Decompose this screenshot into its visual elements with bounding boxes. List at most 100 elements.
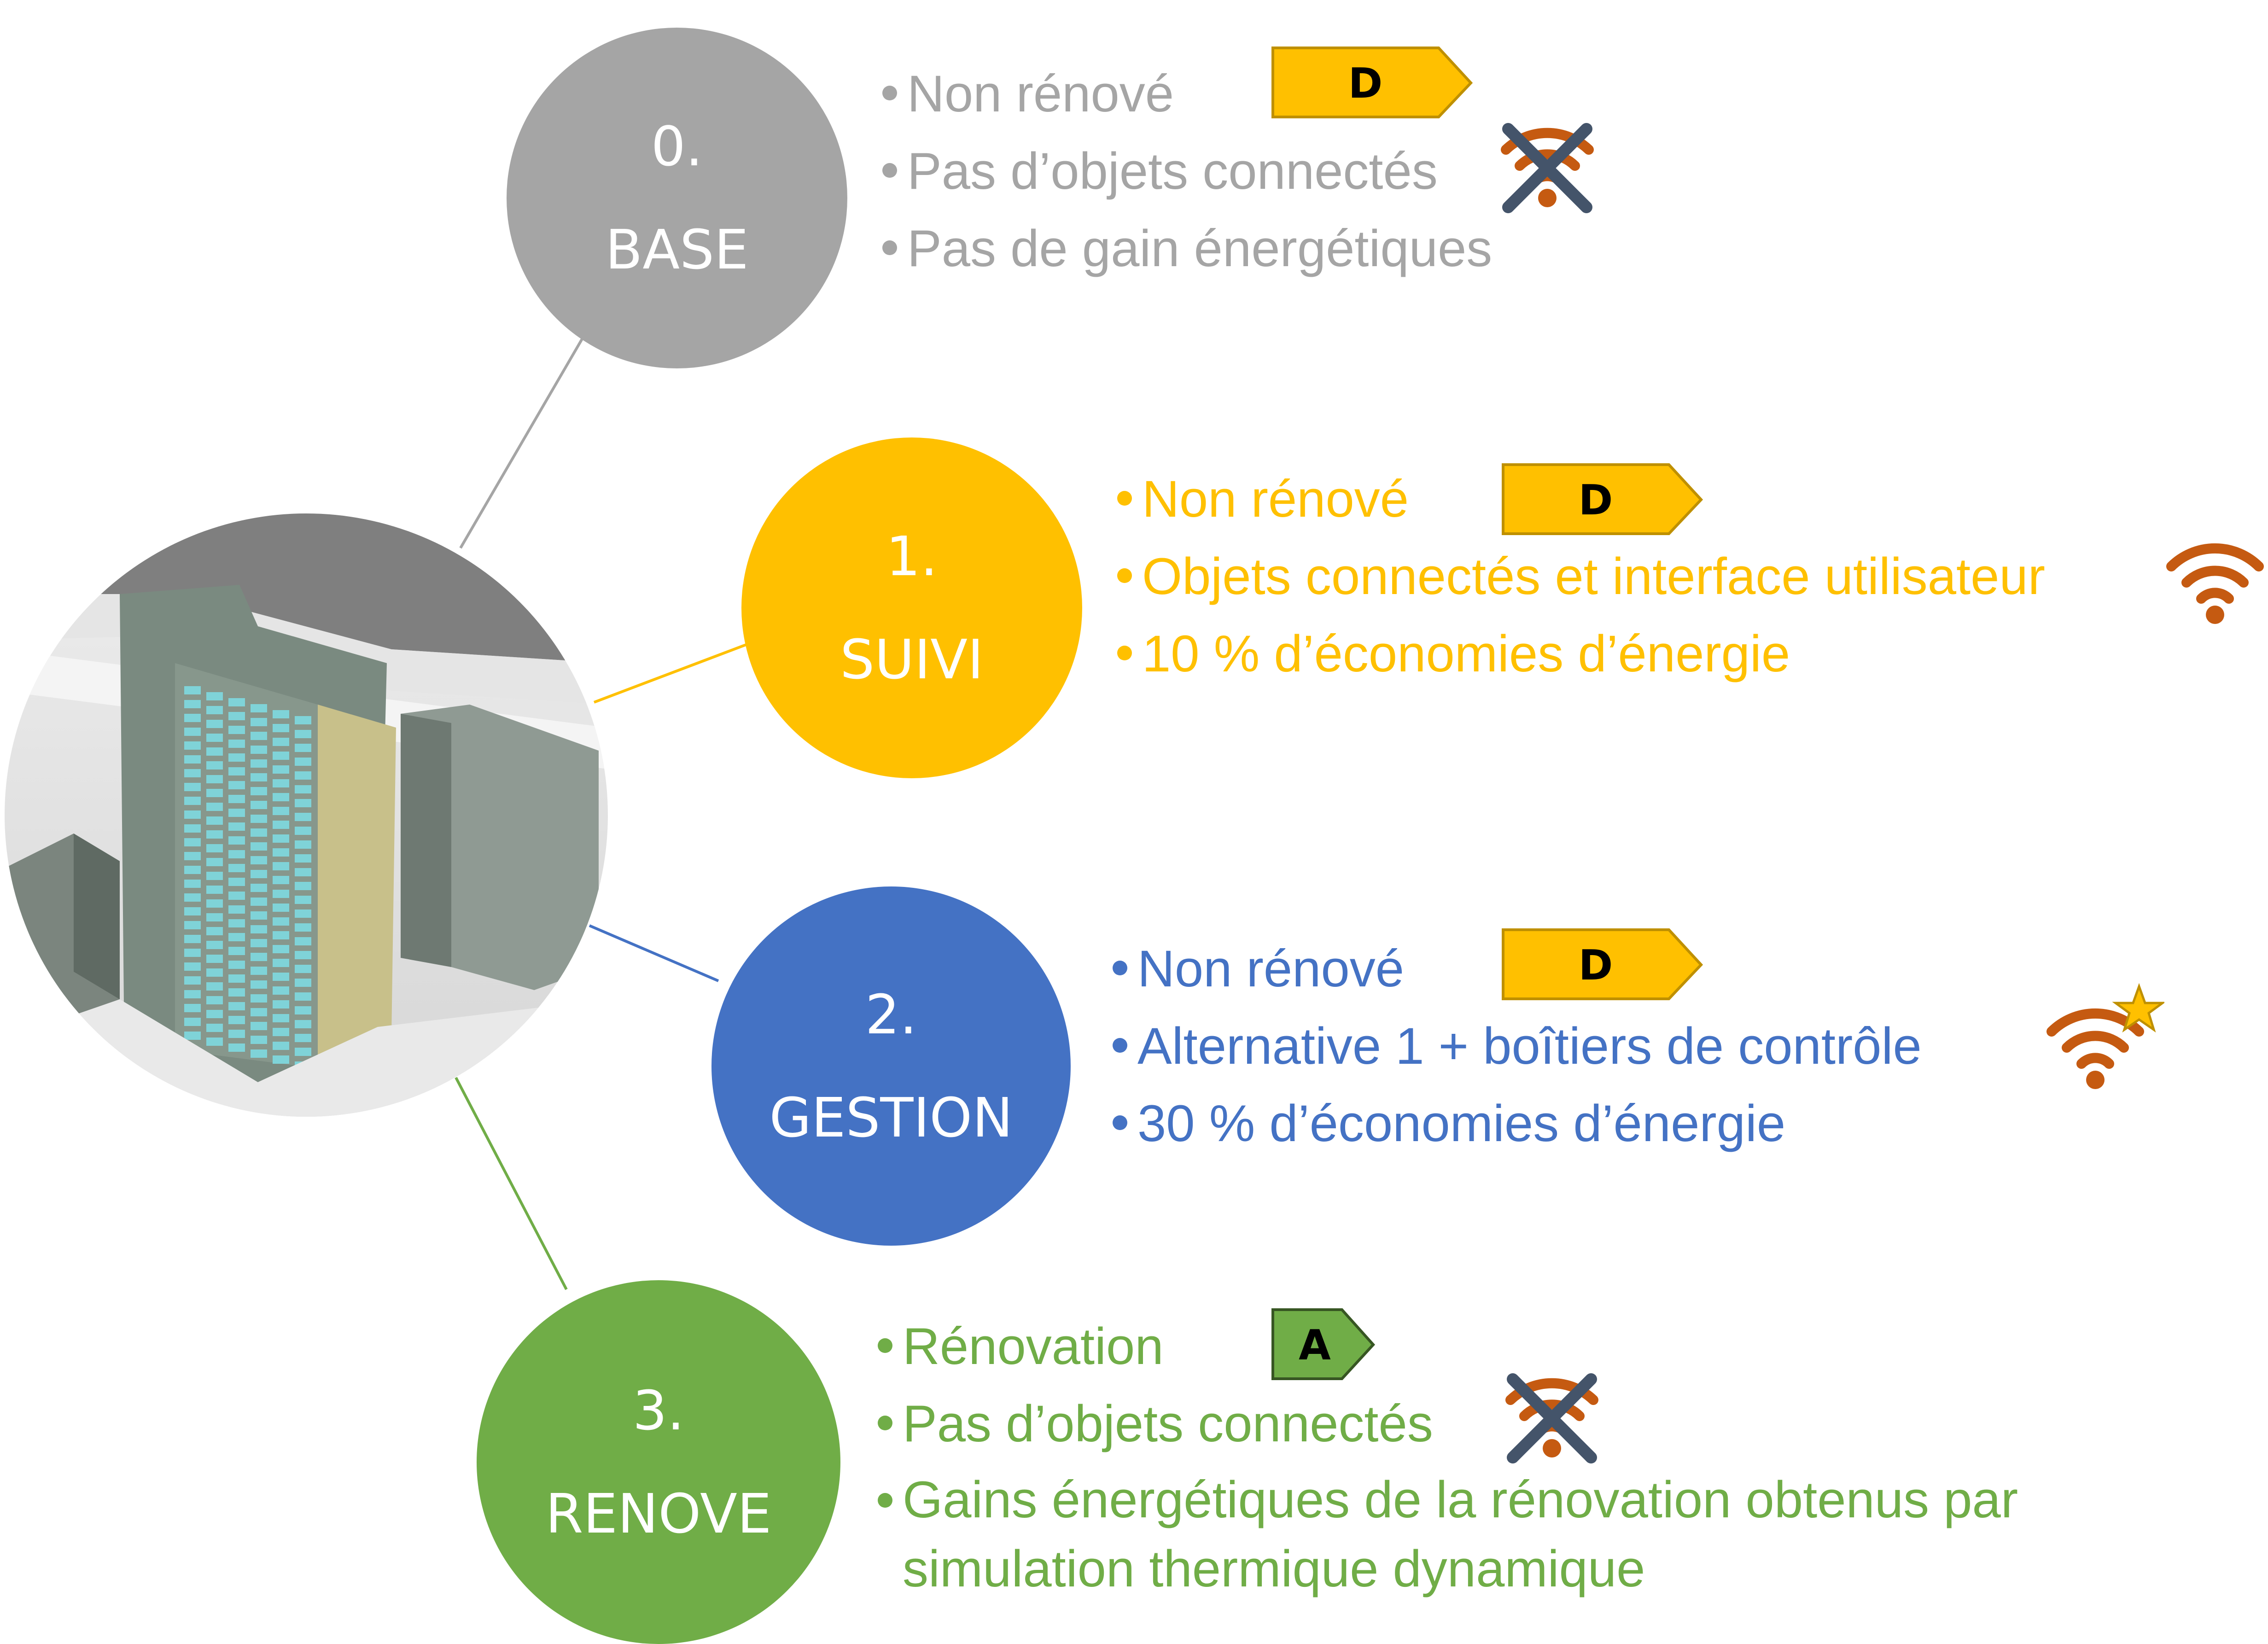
tower-window xyxy=(206,734,223,742)
tower-window xyxy=(251,1022,267,1030)
tower-window xyxy=(295,909,311,918)
tower-window xyxy=(295,744,311,752)
wifi-star-icon xyxy=(2046,983,2164,1089)
tower-window xyxy=(251,898,267,906)
tower-window xyxy=(184,824,201,833)
tower-window xyxy=(184,700,201,708)
list-item: 30 % d’économies d’énergie xyxy=(1110,1085,1922,1162)
tower-window xyxy=(273,986,289,995)
tower-window xyxy=(228,726,245,734)
tower-window xyxy=(273,793,289,801)
tower-window xyxy=(273,876,289,884)
stage-number: 0. xyxy=(651,114,703,178)
tower-window xyxy=(228,767,245,775)
tower-window xyxy=(184,797,201,805)
tower-window xyxy=(273,779,289,787)
tower-window xyxy=(206,1038,223,1046)
stage-number: 2. xyxy=(865,982,917,1046)
tower-window xyxy=(295,716,311,724)
tower-window xyxy=(228,1030,245,1038)
stage-number: 3. xyxy=(632,1378,685,1442)
list-item: Objets connectés et interface utilisateu… xyxy=(1114,538,2045,615)
wifi-crossed-icon xyxy=(1505,1373,1598,1463)
tower-window xyxy=(251,718,267,726)
tower-window xyxy=(273,917,289,926)
tower-window xyxy=(206,955,223,963)
connector-suivi xyxy=(593,643,747,704)
tower-window xyxy=(228,781,245,789)
tower-window xyxy=(273,890,289,898)
tower-window xyxy=(295,979,311,987)
tower-window xyxy=(228,919,245,927)
list-item: Rénovation xyxy=(875,1308,2210,1385)
tower-window xyxy=(251,884,267,892)
tower-window xyxy=(295,882,311,890)
tower-window xyxy=(228,1044,245,1052)
tower-window xyxy=(273,710,289,718)
tower-window xyxy=(295,827,311,835)
tower-window xyxy=(206,982,223,991)
energy-label-grade: D xyxy=(1579,941,1613,990)
energy-label-badge: D xyxy=(1502,463,1703,535)
tower-window xyxy=(251,870,267,878)
tower-window xyxy=(251,815,267,823)
tower-window xyxy=(273,848,289,857)
tower-window xyxy=(184,783,201,791)
tower-window xyxy=(273,904,289,912)
tower-window xyxy=(295,771,311,780)
tower-window xyxy=(228,1002,245,1010)
list-item: Pas de gain énergétiques xyxy=(880,210,1492,287)
tower-window xyxy=(251,953,267,961)
tower-window xyxy=(206,1010,223,1018)
tower-window xyxy=(184,728,201,736)
tower-window xyxy=(295,951,311,959)
tower-window xyxy=(228,878,245,886)
list-item: Pas d’objets connectés xyxy=(880,133,1492,210)
stage-list-renove: Rénovation Pas d’objets connectés Gains … xyxy=(875,1308,2210,1603)
list-item: Gains énergétiques de la rénovation obte… xyxy=(875,1463,2210,1603)
list-item: Non rénové xyxy=(880,55,1492,133)
connector-renove xyxy=(455,1077,568,1290)
stage-name: BASE xyxy=(605,218,749,281)
energy-label-badge: D xyxy=(1271,47,1473,118)
tower-window xyxy=(273,765,289,774)
tower-window xyxy=(206,913,223,921)
tower-window xyxy=(184,810,201,819)
tower-window xyxy=(251,773,267,781)
stage-circle-renove: 3. RENOVE xyxy=(477,1280,840,1644)
tower-window xyxy=(206,803,223,811)
tower-window xyxy=(251,925,267,933)
tower-window xyxy=(251,1049,267,1058)
list-item: Non rénové xyxy=(1114,461,2045,538)
tower-window xyxy=(184,990,201,998)
tower-window xyxy=(206,872,223,880)
tower-window xyxy=(251,1036,267,1044)
tower-window xyxy=(295,785,311,793)
tower-window xyxy=(184,962,201,971)
tower-window xyxy=(206,816,223,825)
tower-window xyxy=(184,907,201,915)
tower-window xyxy=(273,752,289,760)
tower-window xyxy=(251,939,267,947)
tower-window xyxy=(206,968,223,977)
energy-label-grade: D xyxy=(1348,59,1383,108)
tower-window xyxy=(295,1020,311,1028)
tower-window xyxy=(184,714,201,722)
tower-window xyxy=(184,1032,201,1040)
tower-window xyxy=(251,746,267,754)
tower-window xyxy=(295,1048,311,1056)
tower-window xyxy=(206,775,223,783)
tower-window xyxy=(184,1018,201,1026)
stage-circle-base: 0. BASE xyxy=(507,28,847,368)
tower-window xyxy=(184,866,201,874)
tower-window xyxy=(228,795,245,803)
connector-base xyxy=(459,321,593,549)
building-illustration xyxy=(5,513,608,1117)
tower-window xyxy=(295,799,311,807)
tower-window xyxy=(184,1004,201,1012)
tower-window xyxy=(251,828,267,837)
tower-window xyxy=(228,809,245,817)
tower-window xyxy=(206,720,223,728)
tower-window xyxy=(251,856,267,864)
